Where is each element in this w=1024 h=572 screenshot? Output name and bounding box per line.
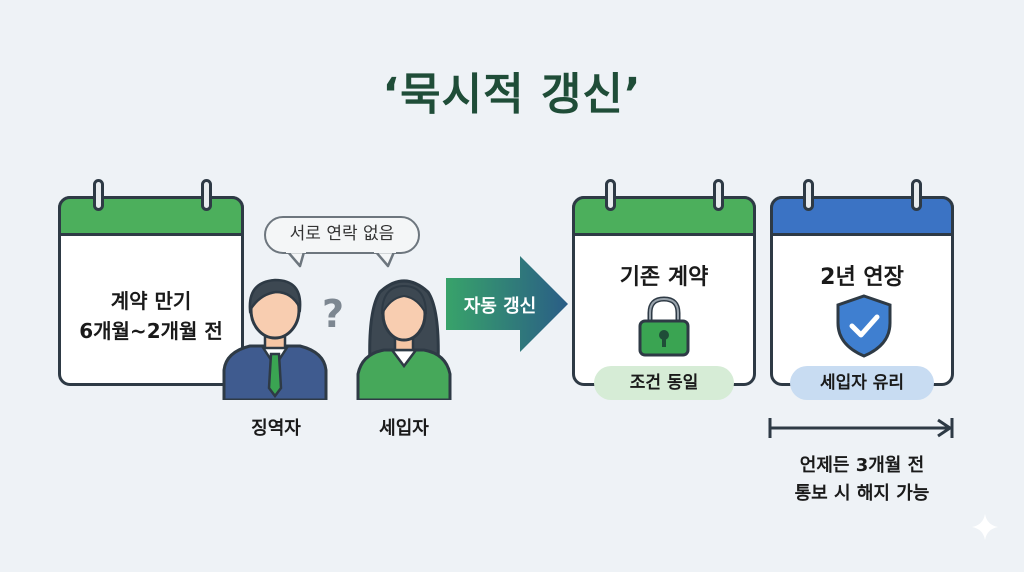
termination-note: 언제든 3개월 전 통보 시 해지 가능 <box>770 452 954 508</box>
question-mark: ? <box>322 292 345 336</box>
existing-contract-calendar: 기존 계약 <box>572 179 756 386</box>
landlord-label: 징역자 <box>251 418 301 439</box>
sparkle-icon <box>972 514 998 540</box>
calendar-ring <box>605 179 616 211</box>
tenant-label: 세입자 <box>379 418 429 439</box>
woman-icon <box>356 279 452 400</box>
calendar-ring <box>911 179 922 211</box>
lock-icon <box>638 296 690 357</box>
man-suit-icon <box>222 278 328 400</box>
calendar-header <box>572 196 756 236</box>
extension-calendar: 2년 연장 <box>770 179 954 386</box>
auto-renew-label: 자동 갱신 <box>463 296 537 317</box>
timeline-bracket <box>768 418 954 438</box>
speech-bubble: 서로 연락 없음 <box>264 216 420 254</box>
calendar-header <box>58 196 244 236</box>
calendar-line-2: 6개월~2개월 전 <box>79 319 223 343</box>
page-title: ‘묵시적 갱신’ <box>382 69 642 120</box>
termination-note-line-1: 언제든 3개월 전 <box>799 455 925 476</box>
contract-expiry-calendar: 계약 만기 6개월~2개월 전 <box>58 179 244 386</box>
calendar-ring <box>201 179 212 211</box>
tenant-advantage-pill: 세입자 유리 <box>790 366 934 400</box>
shield-check-icon <box>836 294 892 358</box>
existing-contract-title: 기존 계약 <box>619 265 709 290</box>
calendar-line-1: 계약 만기 <box>110 289 192 313</box>
calendar-header <box>770 196 954 236</box>
calendar-ring <box>93 179 104 211</box>
termination-note-line-2: 통보 시 해지 가능 <box>794 483 930 504</box>
same-terms-pill: 조건 동일 <box>594 366 734 400</box>
extension-title: 2년 연장 <box>820 265 904 290</box>
calendar-ring <box>803 179 814 211</box>
calendar-ring <box>713 179 724 211</box>
auto-renew-arrow <box>446 256 568 352</box>
